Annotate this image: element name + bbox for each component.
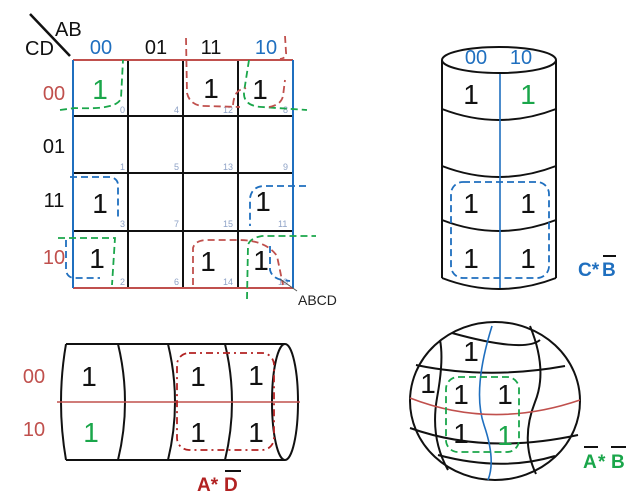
kmap-corner-diagonal bbox=[29, 13, 71, 57]
kmap-green-groups bbox=[58, 59, 316, 300]
torus: 1 1 1 1 1 1 A * B bbox=[409, 321, 626, 481]
cylinder-cell-0-0: 1 bbox=[463, 79, 479, 110]
kmap-corner-cd: CD bbox=[25, 38, 54, 60]
kmap-index-0: 0 bbox=[120, 105, 125, 115]
cylinder-cell-3-1: 1 bbox=[520, 243, 536, 274]
hcylinder-cell-0-0: 1 bbox=[81, 361, 97, 392]
kmap-cell-3-2: 1 bbox=[200, 246, 216, 277]
cylinder-top-ellipse bbox=[441, 46, 557, 74]
kmap-index-14: 14 bbox=[223, 277, 233, 287]
kmap-row-header-10: 10 bbox=[43, 247, 65, 269]
cylinder-col-header-00: 00 bbox=[465, 47, 487, 69]
kmap-col-header-00: 00 bbox=[90, 37, 112, 59]
kmap-cell-3-3: 1 bbox=[253, 245, 269, 276]
torus-blue-seam bbox=[478, 325, 493, 481]
kmap-index-3: 3 bbox=[120, 219, 125, 229]
kmap-index-13: 13 bbox=[223, 162, 233, 172]
cylinder-cell-2-1: 1 bbox=[520, 188, 536, 219]
torus-cell-center-top-right: 1 bbox=[497, 379, 513, 410]
cylinder-cell-3-0: 1 bbox=[463, 243, 479, 274]
hcylinder-cell-1-3: 1 bbox=[248, 417, 264, 448]
kmap-col-header-11: 11 bbox=[201, 37, 222, 59]
cylinder-cell-0-1: 1 bbox=[520, 79, 536, 110]
kmap-index-11: 11 bbox=[278, 219, 287, 229]
kmap-cell-2-0: 1 bbox=[92, 188, 108, 219]
kmap-blue-groups bbox=[65, 176, 306, 282]
kmap-index-2: 2 bbox=[120, 277, 125, 287]
kmap-corner-pointer bbox=[279, 278, 298, 292]
hcylinder-cell-0-3: 1 bbox=[248, 360, 264, 391]
kmap-index-9: 9 bbox=[283, 162, 288, 172]
kmap-index-8: 8 bbox=[283, 105, 288, 115]
kmap-row-header-00: 00 bbox=[43, 83, 65, 105]
torus-label-b: B bbox=[611, 452, 625, 473]
kmap-corner-ab: AB bbox=[55, 19, 82, 41]
kmap-red-groups bbox=[185, 35, 288, 286]
hcylinder-row-header-10: 10 bbox=[23, 419, 45, 441]
kmap-index-1: 1 bbox=[120, 162, 125, 172]
kmap-cell-0-3: 1 bbox=[252, 74, 268, 105]
torus-grid-lines bbox=[409, 325, 579, 475]
torus-label-a: A bbox=[583, 452, 597, 473]
kmap: AB CD 00 01 11 10 00 01 11 10 1 1 1 bbox=[25, 13, 337, 308]
torus-cell-top: 1 bbox=[463, 336, 479, 367]
kmap-cell-3-0: 1 bbox=[89, 243, 105, 274]
torus-cell-center-top-left: 1 bbox=[453, 379, 469, 410]
cylinder-label-bar-letter: B bbox=[602, 260, 616, 281]
hcylinder-cell-0-2: 1 bbox=[190, 361, 206, 392]
horizontal-cylinder: 00 10 1 1 1 1 1 1 A* D bbox=[23, 343, 300, 496]
hcylinder-label-bar-letter: D bbox=[224, 475, 238, 496]
cylinder-bottom-arc bbox=[441, 277, 557, 290]
kmap-index-12: 12 bbox=[223, 105, 233, 115]
cylinder-blue-group bbox=[450, 181, 550, 279]
kmap-index-15: 15 bbox=[223, 219, 233, 229]
kmap-col-header-01: 01 bbox=[145, 37, 167, 59]
kmap-cell-0-2: 1 bbox=[203, 73, 219, 104]
vertical-cylinder: 00 10 1 1 1 1 1 1 C* B bbox=[441, 46, 616, 290]
hcylinder-cell-1-0: 1 bbox=[83, 417, 99, 448]
kmap-index-5: 5 bbox=[174, 162, 179, 172]
torus-cell-left: 1 bbox=[420, 368, 436, 399]
torus-label-star: * bbox=[598, 452, 606, 473]
hcylinder-red-group bbox=[176, 352, 275, 451]
kmap-corner-note: ABCD bbox=[298, 292, 337, 308]
kmap-row-header-11: 11 bbox=[44, 190, 65, 212]
hcylinder-label-main: A* bbox=[197, 475, 219, 496]
hcylinder-row-header-00: 00 bbox=[23, 366, 45, 388]
torus-cell-center-bottom-right: 1 bbox=[497, 420, 513, 451]
kmap-cell-0-0: 1 bbox=[92, 74, 108, 105]
kmap-col-header-10: 10 bbox=[255, 37, 277, 59]
torus-green-group bbox=[445, 376, 520, 453]
cylinder-cell-2-0: 1 bbox=[463, 188, 479, 219]
kmap-cell-2-3: 1 bbox=[255, 186, 271, 217]
hcylinder-cell-1-2: 1 bbox=[190, 417, 206, 448]
kmap-index-4: 4 bbox=[174, 105, 179, 115]
cylinder-col-header-10: 10 bbox=[510, 47, 532, 69]
torus-outline bbox=[409, 321, 581, 481]
kmap-index-7: 7 bbox=[174, 219, 179, 229]
kmap-row-header-01: 01 bbox=[43, 136, 65, 158]
cylinder-label-main: C* bbox=[578, 260, 600, 281]
torus-cell-center-bottom-left: 1 bbox=[453, 418, 469, 449]
torus-red-seam bbox=[409, 397, 581, 416]
kmap-index-6: 6 bbox=[174, 277, 179, 287]
